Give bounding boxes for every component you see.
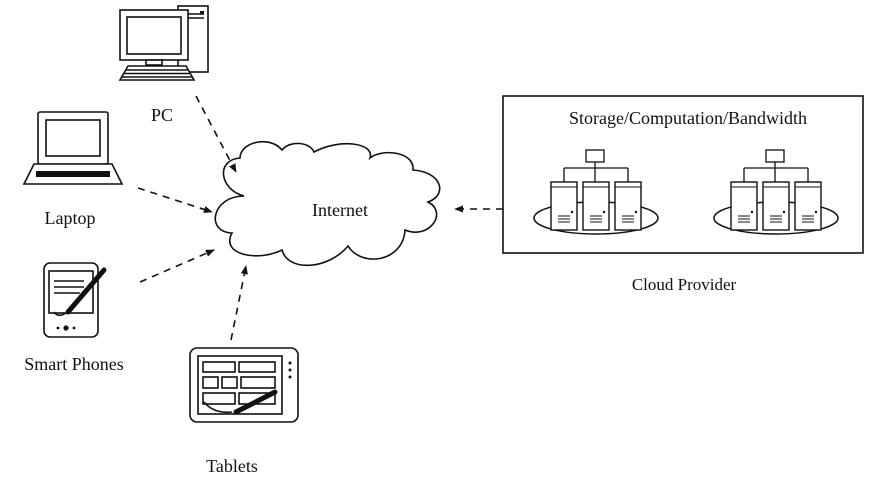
pc-to-internet-arrow	[195, 95, 237, 173]
smart-phone-icon	[43, 262, 107, 338]
cloud-provider-title: Storage/Computation/Bandwidth	[569, 108, 807, 128]
phone-to-internet-arrow	[139, 249, 215, 283]
laptop-label: Laptop	[45, 208, 96, 228]
cloud-provider-caption: Cloud Provider	[632, 275, 737, 294]
laptop-to-internet-arrow	[137, 187, 213, 213]
internet-cloud	[214, 141, 441, 267]
internet-label: Internet	[312, 200, 368, 220]
pc-label: PC	[151, 105, 173, 125]
tablet-to-internet-arrow	[230, 265, 248, 341]
tablet-icon	[189, 347, 299, 423]
smart-phones-label: Smart Phones	[24, 354, 124, 374]
pc-icon	[118, 5, 209, 81]
tablets-label: Tablets	[206, 456, 258, 476]
laptop-icon	[22, 111, 124, 185]
